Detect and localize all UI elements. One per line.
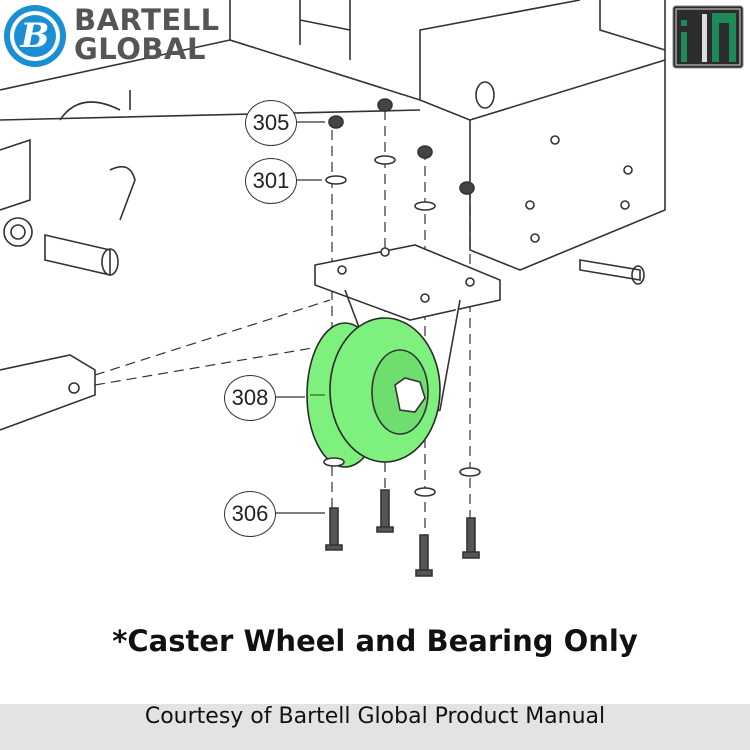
fasteners — [323, 98, 481, 577]
exploded-parts-drawing — [0, 0, 666, 577]
logo-line-2: GLOBAL — [74, 32, 206, 66]
bartell-global-logo-icon: B — [4, 5, 66, 67]
logo-line-1: BARTELL — [74, 3, 220, 37]
caption: *Caster Wheel and Bearing Only — [112, 624, 638, 658]
frame-drawing — [0, 0, 666, 431]
callout-306: 306 — [224, 491, 276, 537]
bartell-global-logo-text: BARTELL GLOBAL — [74, 6, 220, 64]
caster-wheel-highlighted — [306, 317, 441, 468]
callout-305: 305 — [245, 100, 297, 146]
footer-credit: Courtesy of Bartell Global Product Manua… — [0, 704, 750, 750]
callout-leaders — [275, 121, 325, 514]
logo-initial: B — [14, 15, 56, 57]
callout-301: 301 — [245, 158, 297, 204]
aln-logo-icon — [672, 5, 744, 69]
callout-308: 308 — [224, 375, 276, 421]
